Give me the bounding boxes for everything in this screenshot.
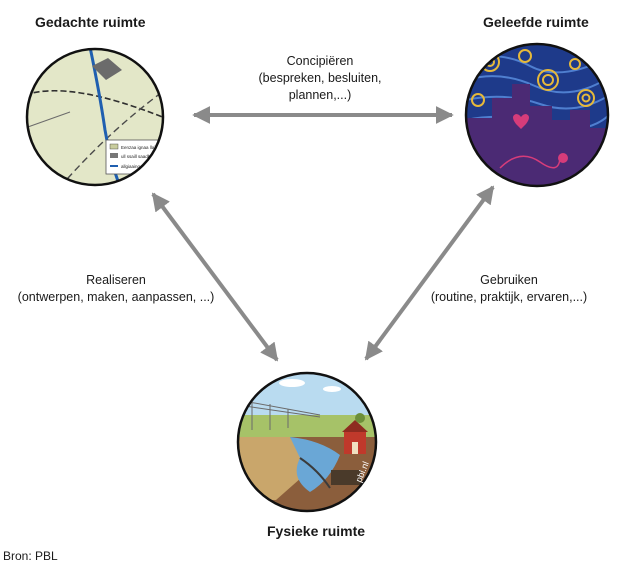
label-realiseren-line1: Realiseren (86, 273, 146, 287)
title-geleefde-ruimte: Geleefde ruimte (483, 14, 589, 30)
map-circle: Eenzaa ignaa llaiaa ull ssaill saadhilta… (25, 47, 165, 187)
legend-item-3: allgiaaing alill aail (121, 164, 156, 169)
building-block (92, 58, 122, 80)
source-note: Bron: PBL (3, 549, 58, 563)
label-realiseren: Realiseren (ontwerpen, maken, aanpassen,… (4, 272, 228, 306)
legend-item-2: ull ssaill saadhiltaaa (121, 154, 162, 159)
label-gebruiken-line1: Gebruiken (480, 273, 538, 287)
label-concipieren: Concipiëren (bespreken, besluiten, plann… (230, 53, 410, 104)
label-concipieren-line1: Concipiëren (286, 54, 354, 68)
label-realiseren-line2: (ontwerpen, maken, aanpassen, ...) (17, 290, 215, 304)
heart-icon (513, 114, 529, 129)
landscape-circle: pbl.nl (236, 371, 378, 513)
location-pin-icon (558, 153, 568, 163)
title-fysieke-ruimte: Fysieke ruimte (267, 523, 366, 539)
label-gebruiken: Gebruiken (routine, praktijk, ervaren,..… (414, 272, 604, 306)
arrow-gebruiken (364, 185, 495, 361)
label-concipieren-line2: (bespreken, besluiten, (258, 71, 382, 85)
arrow-realiseren (151, 192, 279, 362)
legend-item-1: Eenzaa ignaa llaiaa (121, 145, 161, 150)
label-gebruiken-line2: (routine, praktijk, ervaren,...) (430, 290, 588, 304)
city-circle (464, 42, 610, 188)
title-gedachte-ruimte: Gedachte ruimte (35, 14, 146, 30)
label-concipieren-line3: plannen,...) (288, 88, 352, 102)
